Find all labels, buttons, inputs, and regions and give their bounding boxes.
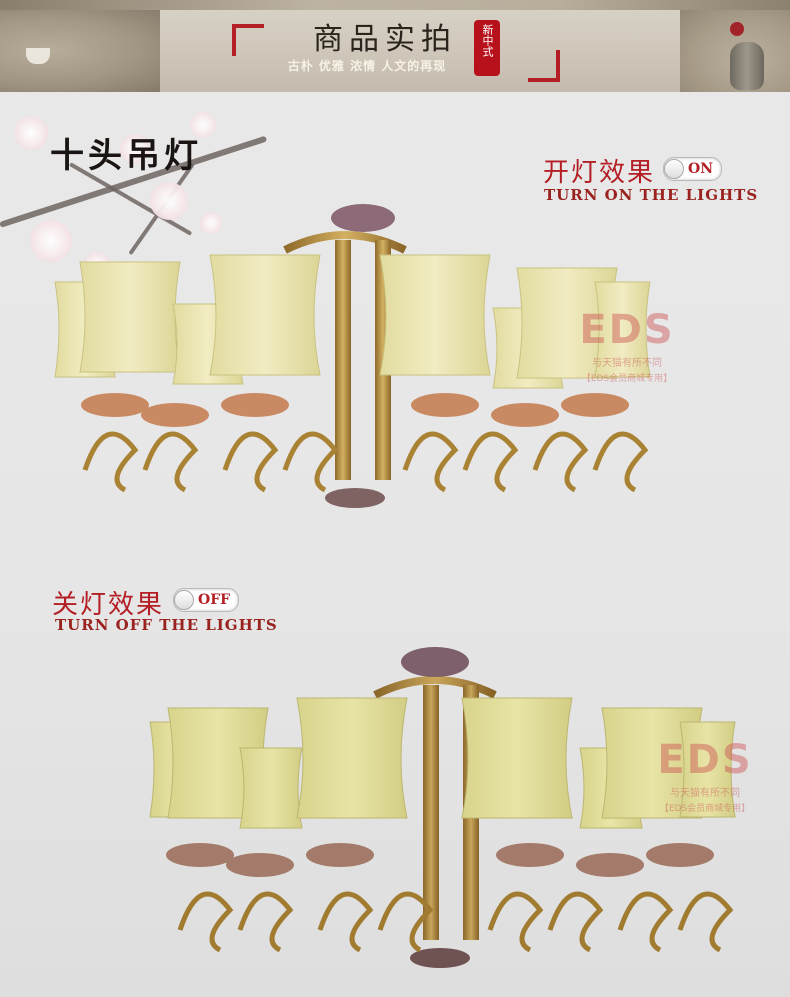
lights-on-label: 开灯效果	[543, 158, 656, 188]
watermark-top: EDS 与天猫有所不同 【EDS会员商城专用】	[562, 310, 692, 384]
watermark-line2: 【EDS会员商城专用】	[659, 804, 751, 814]
header-banner: 商品实拍 古朴 优雅 浓情 人文的再现 新中式	[0, 0, 790, 92]
blossom-icon	[200, 212, 222, 234]
on-toggle: ON	[663, 157, 722, 181]
blossom-icon	[190, 112, 216, 138]
banner-subtitle: 古朴 优雅 浓情 人文的再现	[287, 59, 447, 73]
plum-blossom-decoration	[0, 92, 268, 312]
lights-on-english: TURN ON THE LIGHTS	[544, 186, 759, 204]
watermark-line1: 与天猫有所不同	[670, 788, 740, 799]
on-toggle-text: ON	[688, 161, 713, 177]
watermark-logo: EDS	[657, 737, 753, 783]
toggle-knob-icon	[664, 159, 684, 179]
chandelier-unlit-image	[149, 647, 740, 968]
watermark-line1: 与天猫有所不同	[592, 358, 662, 369]
blossom-icon	[30, 220, 72, 262]
red-flower-icon	[730, 22, 744, 36]
frame-corner-ornament-left	[232, 24, 264, 56]
watermark-bottom: EDS 与天猫有所不同 【EDS会员商城专用】	[640, 740, 770, 814]
lights-off-label: 关灯效果	[52, 590, 165, 620]
blossom-icon	[120, 134, 150, 164]
seal-text: 新中式	[481, 24, 494, 57]
blossom-icon	[150, 182, 188, 220]
tea-set-image	[0, 10, 160, 92]
lights-off-english: TURN OFF THE LIGHTS	[55, 616, 278, 634]
frame-corner-ornament-right	[528, 50, 560, 82]
product-title: 十头吊灯	[50, 136, 202, 176]
vase-icon	[730, 42, 764, 90]
watermark-line2: 【EDS会员商城专用】	[581, 374, 673, 384]
watermark-logo: EDS	[579, 307, 675, 353]
off-toggle: OFF	[173, 588, 240, 612]
chandelier-lit-image	[54, 204, 651, 508]
off-toggle-text: OFF	[198, 592, 231, 608]
blossom-icon	[14, 116, 48, 150]
banner-top-stripe	[0, 0, 790, 10]
teacup-image	[26, 48, 50, 64]
toggle-knob-icon	[174, 590, 194, 610]
red-seal-stamp: 新中式	[474, 20, 500, 76]
banner-title: 商品实拍	[313, 22, 457, 57]
